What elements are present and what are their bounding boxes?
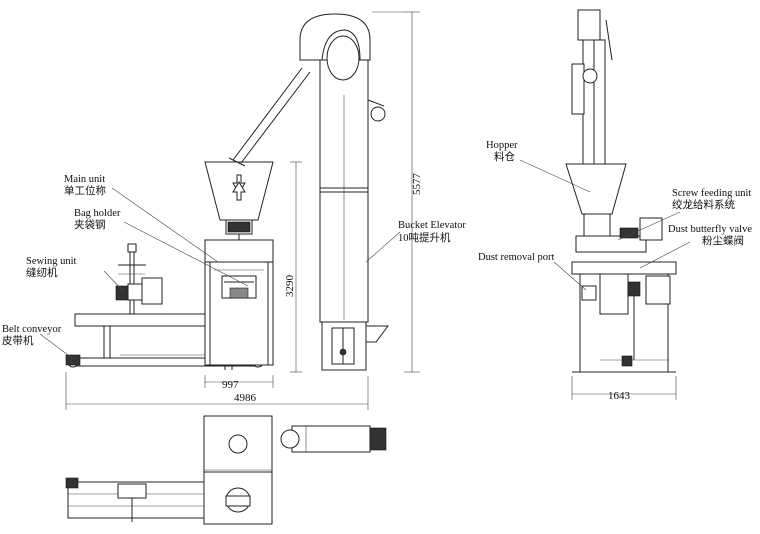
dim-unit-width: 997 [222, 379, 239, 391]
hopper-label-en: Hopper [486, 140, 518, 151]
screw-feeding-label-zh: 绞龙给料系统 [672, 198, 735, 211]
hopper-label-zh: 料仓 [494, 150, 515, 163]
main-unit-label-en: Main unit [64, 174, 105, 185]
dust-butterfly-label-en: Dust butterfly valve [668, 224, 752, 235]
dust-butterfly-label-zh: 粉尘蝶阀 [702, 234, 744, 247]
main-unit-front [204, 161, 274, 366]
dim-unit-height: 3290 [284, 275, 296, 298]
dim-total-height: 5577 [411, 173, 423, 196]
inclined-chute [228, 67, 311, 167]
bucket-elevator-label-zh: 10吨提升机 [398, 231, 451, 244]
side-view [519, 9, 691, 400]
sewing-unit-label-en: Sewing unit [26, 256, 77, 267]
sewing-unit-front [115, 243, 163, 314]
main-unit-label-zh: 单工位称 [64, 184, 106, 197]
bag-holder-label-zh: 夹袋钢 [74, 218, 106, 231]
labels-layer: Main unit 单工位称 Bag holder 夹袋钢 Sewing uni… [2, 140, 752, 347]
screw-feeding-label-en: Screw feeding unit [672, 188, 751, 199]
bucket-elevator-label-en: Bucket Elevator [398, 220, 466, 231]
bag-holder-label-en: Bag holder [74, 208, 121, 219]
belt-conveyor-label-en: Belt conveyor [2, 324, 62, 335]
dim-side-width: 1643 [608, 390, 631, 402]
dust-removal-label-en: Dust removal port [478, 252, 554, 263]
sewing-unit-label-zh: 缝纫机 [26, 266, 58, 279]
front-dimensions [65, 11, 420, 410]
dim-total-length: 4986 [234, 392, 257, 404]
front-leaders [39, 187, 401, 359]
belt-conveyor-label-zh: 皮带机 [2, 334, 34, 347]
top-view [65, 415, 387, 525]
front-view [39, 11, 420, 410]
dimension-text-layer: 5577 3290 997 4986 1643 [222, 173, 631, 405]
bucket-elevator-front [299, 13, 389, 371]
